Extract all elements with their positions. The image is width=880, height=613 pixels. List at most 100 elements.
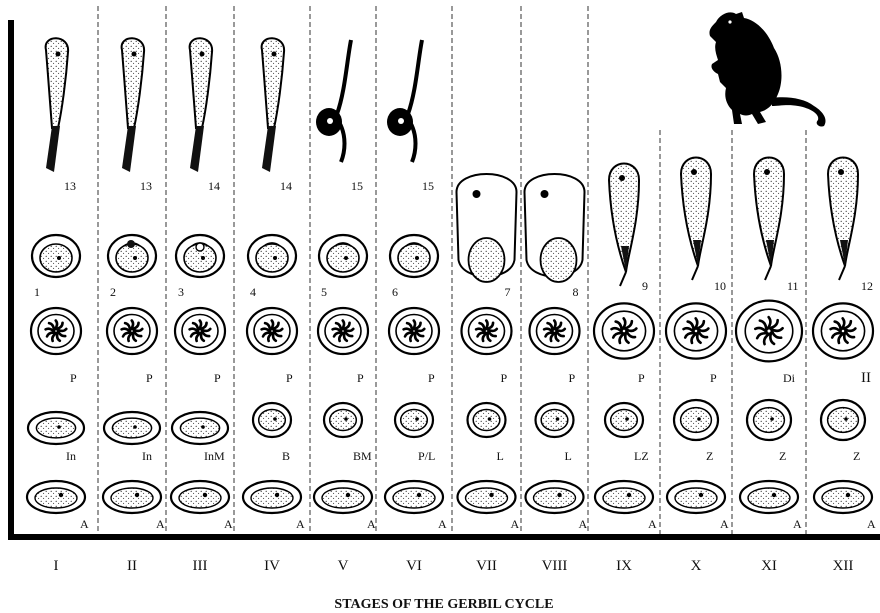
step-number-label: 8 [573, 285, 579, 299]
spermatocyte-early [172, 412, 228, 444]
late-spermatid [190, 38, 212, 172]
pachytene-label: P [70, 371, 77, 385]
pachytene-label: P [286, 371, 293, 385]
type-a-spermatogonium [667, 481, 725, 513]
round-spermatid [319, 235, 367, 277]
spermatocyte-label: Z [706, 449, 713, 463]
stage-label: VII [476, 558, 497, 574]
step-number-label: 1 [34, 285, 40, 299]
spermatocyte-early [324, 403, 362, 437]
figure-title: STAGES OF THE GERBIL CYCLE [334, 597, 553, 612]
spermatocyte-label: BM [353, 449, 372, 463]
sperm-step-label: 14 [280, 179, 292, 193]
pachytene-label: Di [783, 371, 796, 385]
round-spermatid [176, 235, 224, 277]
pachytene-label: P [569, 371, 576, 385]
horizontal-axis [8, 534, 880, 540]
late-spermatid [122, 38, 144, 172]
step-number-label: 7 [505, 285, 511, 299]
step-number-label: 2 [110, 285, 116, 299]
pachytene-spermatocyte [530, 308, 580, 354]
spermatocyte-early [536, 403, 574, 437]
type-a-spermatogonium [526, 481, 584, 513]
elongating-spermatid [754, 158, 784, 281]
step-number-label: 12 [861, 279, 873, 293]
elongating-spermatid [828, 158, 858, 281]
type-a-label: A [367, 517, 376, 531]
type-a-spermatogonium [458, 481, 516, 513]
pachytene-spermatocyte [175, 308, 225, 354]
spermatocyte-label: Z [779, 449, 786, 463]
stage-label: IX [616, 558, 632, 574]
spermatocyte-label: L [497, 449, 504, 463]
late-spermatid [262, 38, 284, 172]
sperm-step-label: 13 [64, 179, 76, 193]
pachytene-label: P [428, 371, 435, 385]
pachytene-label: P [710, 371, 717, 385]
spermatocyte-early [395, 403, 433, 437]
type-a-spermatogonium [595, 481, 653, 513]
round-spermatid [32, 235, 80, 277]
spermatocyte-early [104, 412, 160, 444]
late-spermatid [387, 40, 422, 162]
type-a-spermatogonium [243, 481, 301, 513]
type-a-label: A [156, 517, 165, 531]
stage-label: III [193, 558, 208, 574]
spermatocyte-label: LZ [634, 449, 649, 463]
gerbil-silhouette-icon [709, 12, 825, 127]
spermatocyte-early [468, 403, 506, 437]
stage-label: VI [406, 558, 422, 574]
pachytene-spermatocyte [813, 303, 873, 358]
pachytene-label: P [214, 371, 221, 385]
type-a-label: A [867, 517, 876, 531]
spermatocyte-label: P/L [418, 449, 435, 463]
pachytene-spermatocyte [462, 308, 512, 354]
late-spermatid [316, 40, 351, 162]
spermatocyte-label: Z [853, 449, 860, 463]
type-a-label: A [648, 517, 657, 531]
spermatocyte-early [605, 403, 643, 437]
pachytene-label: P [638, 371, 645, 385]
pachytene-spermatocyte [389, 308, 439, 354]
pachytene-label: P [501, 371, 508, 385]
step-number-label: 11 [787, 279, 799, 293]
round-spermatid-late [525, 174, 585, 282]
pachytene-label: II [861, 370, 871, 386]
stage-label: XI [761, 558, 777, 574]
stage-label: V [338, 558, 349, 574]
vertical-axis [8, 20, 14, 540]
type-a-spermatogonium [103, 481, 161, 513]
type-a-label: A [720, 517, 729, 531]
cell-labels: 131PInAI132PInAII143PInMAIII144PBAIV155P… [34, 179, 876, 574]
step-number-label: 9 [642, 279, 648, 293]
spermatocyte-early [747, 400, 791, 440]
elongating-spermatid [681, 158, 711, 281]
sperm-step-label: 15 [351, 179, 363, 193]
spermatocyte-label: L [565, 449, 572, 463]
sperm-step-label: 14 [208, 179, 220, 193]
pachytene-spermatocyte [31, 308, 81, 354]
stage-label: I [54, 558, 59, 574]
step-number-label: 3 [178, 285, 184, 299]
pachytene-spermatocyte [666, 303, 726, 358]
type-a-spermatogonium [314, 481, 372, 513]
spermatocyte-early [253, 403, 291, 437]
step-number-label: 6 [392, 285, 398, 299]
type-a-spermatogonium [27, 481, 85, 513]
spermatocyte-label: B [282, 449, 290, 463]
step-number-label: 5 [321, 285, 327, 299]
type-a-spermatogonium [171, 481, 229, 513]
late-spermatid [46, 38, 68, 172]
spermatocyte-label: In [142, 449, 152, 463]
elongating-spermatid [609, 164, 639, 287]
spermatocyte-early [674, 400, 718, 440]
pachytene-label: P [146, 371, 153, 385]
step-number-label: 10 [714, 279, 726, 293]
type-a-label: A [438, 517, 447, 531]
type-a-label: A [296, 517, 305, 531]
sperm-step-label: 15 [422, 179, 434, 193]
type-a-label: A [511, 517, 520, 531]
step-number-label: 4 [250, 285, 256, 299]
stage-label: XII [833, 558, 854, 574]
pachytene-spermatocyte [107, 308, 157, 354]
